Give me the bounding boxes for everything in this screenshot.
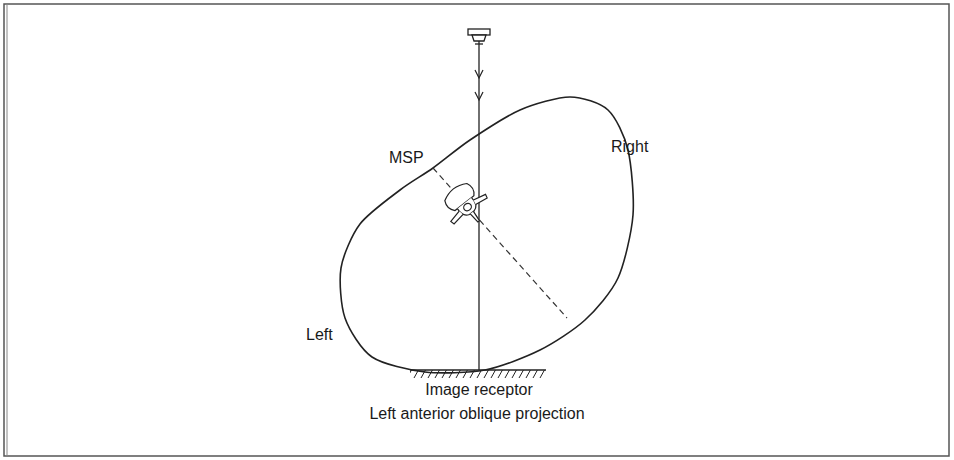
- side-label: Right: [611, 137, 648, 157]
- frame-line: [7, 4, 8, 456]
- vertebra: [436, 175, 496, 234]
- body-outline: [340, 97, 633, 373]
- central-ray: [478, 41, 479, 370]
- receptor-label: Image receptor: [425, 380, 533, 400]
- frame: [4, 4, 949, 456]
- ray-arrowhead: [475, 70, 483, 78]
- ray-arrowhead: [475, 92, 483, 100]
- receptor-hatching: [410, 370, 546, 378]
- caption: Left anterior oblique projection: [369, 404, 584, 424]
- side-label: Left: [306, 325, 333, 345]
- plane-label: MSP: [389, 148, 424, 168]
- midsagittal-plane-line: [433, 168, 567, 318]
- body-outline-group: [340, 97, 633, 373]
